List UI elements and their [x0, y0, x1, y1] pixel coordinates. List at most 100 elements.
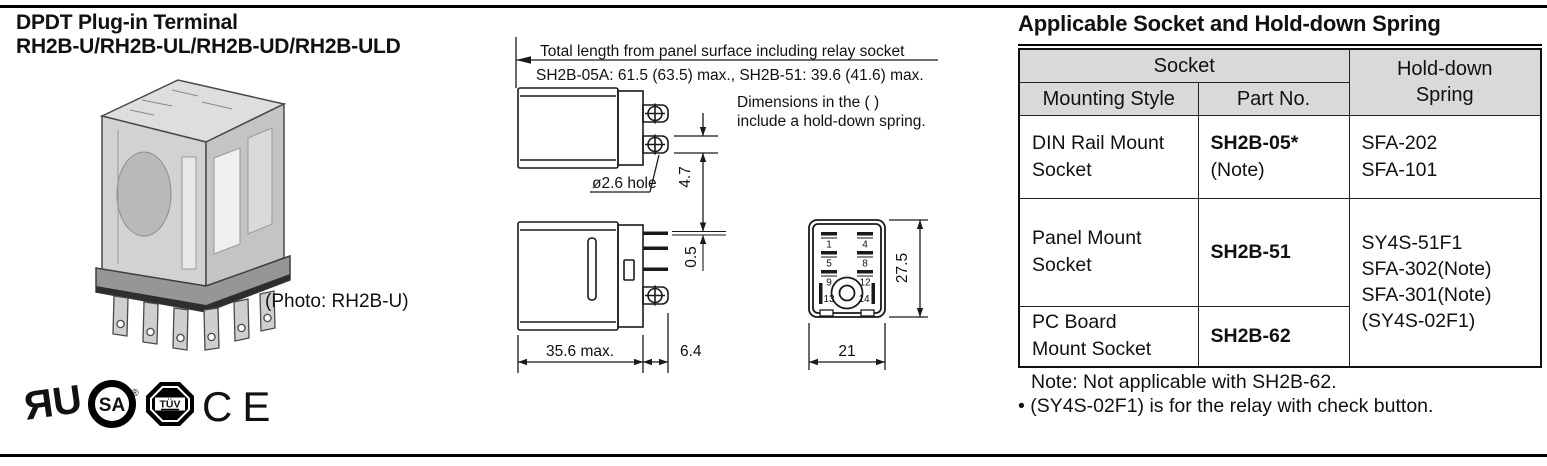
note-bullet: • [1018, 395, 1025, 417]
dim-21-label: 21 [838, 343, 855, 360]
dim-4-7-label: 4.7 [677, 166, 694, 188]
mounting-style-header: Mounting Style [1018, 81, 1199, 116]
mounting-style-line: Panel Mount [1032, 227, 1142, 249]
total-length-label-2: SH2B-05A: 61.5 (63.5) max., SH2B-51: 39.… [536, 67, 924, 84]
mounting-style-line: DIN Rail Mount [1032, 131, 1165, 154]
part-no-cell: SH2B-62 [1197, 305, 1350, 368]
dim-35-6-arrow-left [518, 358, 527, 366]
hold-down-spring-header-line2: Spring [1415, 84, 1474, 107]
tuv-label-band [155, 397, 185, 411]
part-no-cell: SH2B-05* (Note) [1197, 114, 1350, 199]
relay-contact-block2 [247, 127, 273, 235]
spring-value: SFA-202 [1361, 131, 1438, 154]
dim-6-4-arrow-right [659, 358, 668, 366]
dim-0-5-arrow-down [699, 222, 707, 232]
dim-35-6-arrow-right [634, 358, 643, 366]
spring-value: SFA-301(Note) [1361, 284, 1492, 307]
side-view-pins [517, 221, 669, 331]
dim-27-5-label: 27.5 [894, 253, 911, 283]
mounting-style-cell: DIN Rail Mount Socket [1018, 114, 1199, 199]
tuv-logo: TÜV [146, 382, 194, 426]
ce-logo: CE [202, 385, 270, 427]
tuv-inner-ring [150, 386, 190, 422]
pin-number-9: 9 [826, 278, 832, 289]
ul-logo-glyph: ЯU [23, 379, 83, 427]
pin-number-13: 13 [823, 294, 835, 305]
csa-logo: SA ® [88, 380, 139, 428]
csa-logo-glyph: SA [99, 395, 126, 416]
top-divider [0, 5, 1547, 8]
mounting-style-line: Socket [1032, 254, 1092, 276]
table-row-din-rail: DIN Rail Mount Socket SH2B-05* (Note) SF… [1018, 114, 1542, 199]
mounting-style-cell: PC Board Mount Socket [1018, 305, 1199, 368]
spring-value: (SY4S-02F1) [1361, 310, 1476, 333]
socket-table-title-rule [1018, 44, 1542, 46]
total-length-arrow [516, 56, 531, 64]
dim-27-5-arrow-up [916, 220, 924, 229]
hole-leader-line [590, 154, 660, 193]
mounting-style-line: Socket [1032, 158, 1092, 181]
relay-armature [181, 156, 197, 270]
spring-cell: SFA-202 SFA-101 [1348, 114, 1542, 199]
pin-number-14: 14 [858, 294, 870, 305]
spring-value: SFA-302(Note) [1361, 258, 1492, 281]
product-title-line2: RH2B-U/RH2B-UL/RH2B-UD/RH2B-ULD [16, 35, 401, 58]
relay-pins [112, 290, 276, 351]
bottom-view-notches [819, 309, 875, 317]
hole-label: ø2.6 hole [592, 175, 657, 192]
spring-cell-merged: SY4S-51F1 SFA-302(Note) SFA-301(Note) (S… [1348, 197, 1542, 368]
relay-top-markings [129, 89, 233, 116]
dim-21-lines [808, 323, 886, 370]
dim-21-arrow-right [876, 358, 885, 366]
pin-number-5: 5 [826, 259, 832, 270]
paren-note-1: Dimensions in the ( ) [737, 94, 879, 111]
spring-value: SY4S-51F1 [1361, 232, 1463, 255]
dim-35-6-label: 35.6 max. [546, 343, 614, 360]
hold-down-spring-header: Hold-down Spring [1348, 48, 1542, 116]
relay-photo [95, 79, 291, 351]
table-row-pc-board: PC Board Mount Socket SH2B-62 [1018, 305, 1541, 368]
dim-4-7-arrow-up [699, 153, 707, 162]
csa-circle [88, 380, 136, 428]
mounting-style-line: Mount Socket [1032, 338, 1152, 361]
tuv-logo-glyph: TÜV [160, 398, 181, 411]
pin-number-8: 8 [862, 259, 868, 270]
table-note-2: • (SY4S-02F1) is for the relay with chec… [1018, 395, 1433, 418]
total-length-annotation [515, 37, 938, 88]
dim-21-arrow-left [809, 358, 818, 366]
relay-base-band [96, 274, 290, 312]
socket-table: Socket Hold-down Spring Mounting Style P… [1018, 48, 1542, 368]
photo-caption: (Photo: RH2B-U) [265, 291, 409, 312]
total-length-label-1: Total length from panel surface includin… [540, 43, 905, 60]
dim-27-5-arrow-down [916, 308, 924, 317]
dim-6-4-arrow-left [643, 358, 652, 366]
part-no-note: (Note) [1210, 158, 1265, 181]
side-view-socket-tabs [517, 87, 669, 169]
bottom-view-pin-ticks [821, 237, 873, 277]
dim-27-5-lines [889, 219, 928, 318]
side-view-pin-blades [643, 231, 668, 271]
part-no-value: SH2B-62 [1210, 324, 1291, 347]
part-no-header: Part No. [1197, 81, 1350, 116]
product-title-line1: DPDT Plug-in Terminal [16, 11, 238, 34]
bottom-divider [0, 454, 1547, 457]
bottom-view-pins [819, 232, 875, 304]
pin-number-1: 1 [826, 240, 832, 251]
hold-down-spring-header-line1: Hold-down [1396, 58, 1493, 81]
ul-logo: ЯU [23, 379, 83, 427]
mounting-style-cell: Panel Mount Socket [1018, 197, 1199, 307]
table-note-1: Note: Not applicable with SH2B-62. [1031, 371, 1337, 393]
bottom-view-outline [808, 219, 886, 318]
part-no-value: SH2B-51 [1210, 240, 1291, 263]
part-no-value: SH2B-05* [1210, 131, 1299, 154]
relay-contact-block [213, 147, 241, 255]
spring-value: SFA-101 [1361, 158, 1438, 181]
socket-table-title: Applicable Socket and Hold-down Spring [1018, 11, 1441, 36]
pin-number-4: 4 [862, 240, 868, 251]
dimension-drawing: Total length from panel surface includin… [515, 37, 938, 373]
dim-6-4-label: 6.4 [680, 343, 702, 360]
pin-number-12: 12 [859, 278, 871, 289]
dim-0-5-arrow-up [699, 235, 707, 244]
table-row-panel-mount: Panel Mount Socket SH2B-51 SY4S-51F1 SFA… [1018, 197, 1542, 368]
